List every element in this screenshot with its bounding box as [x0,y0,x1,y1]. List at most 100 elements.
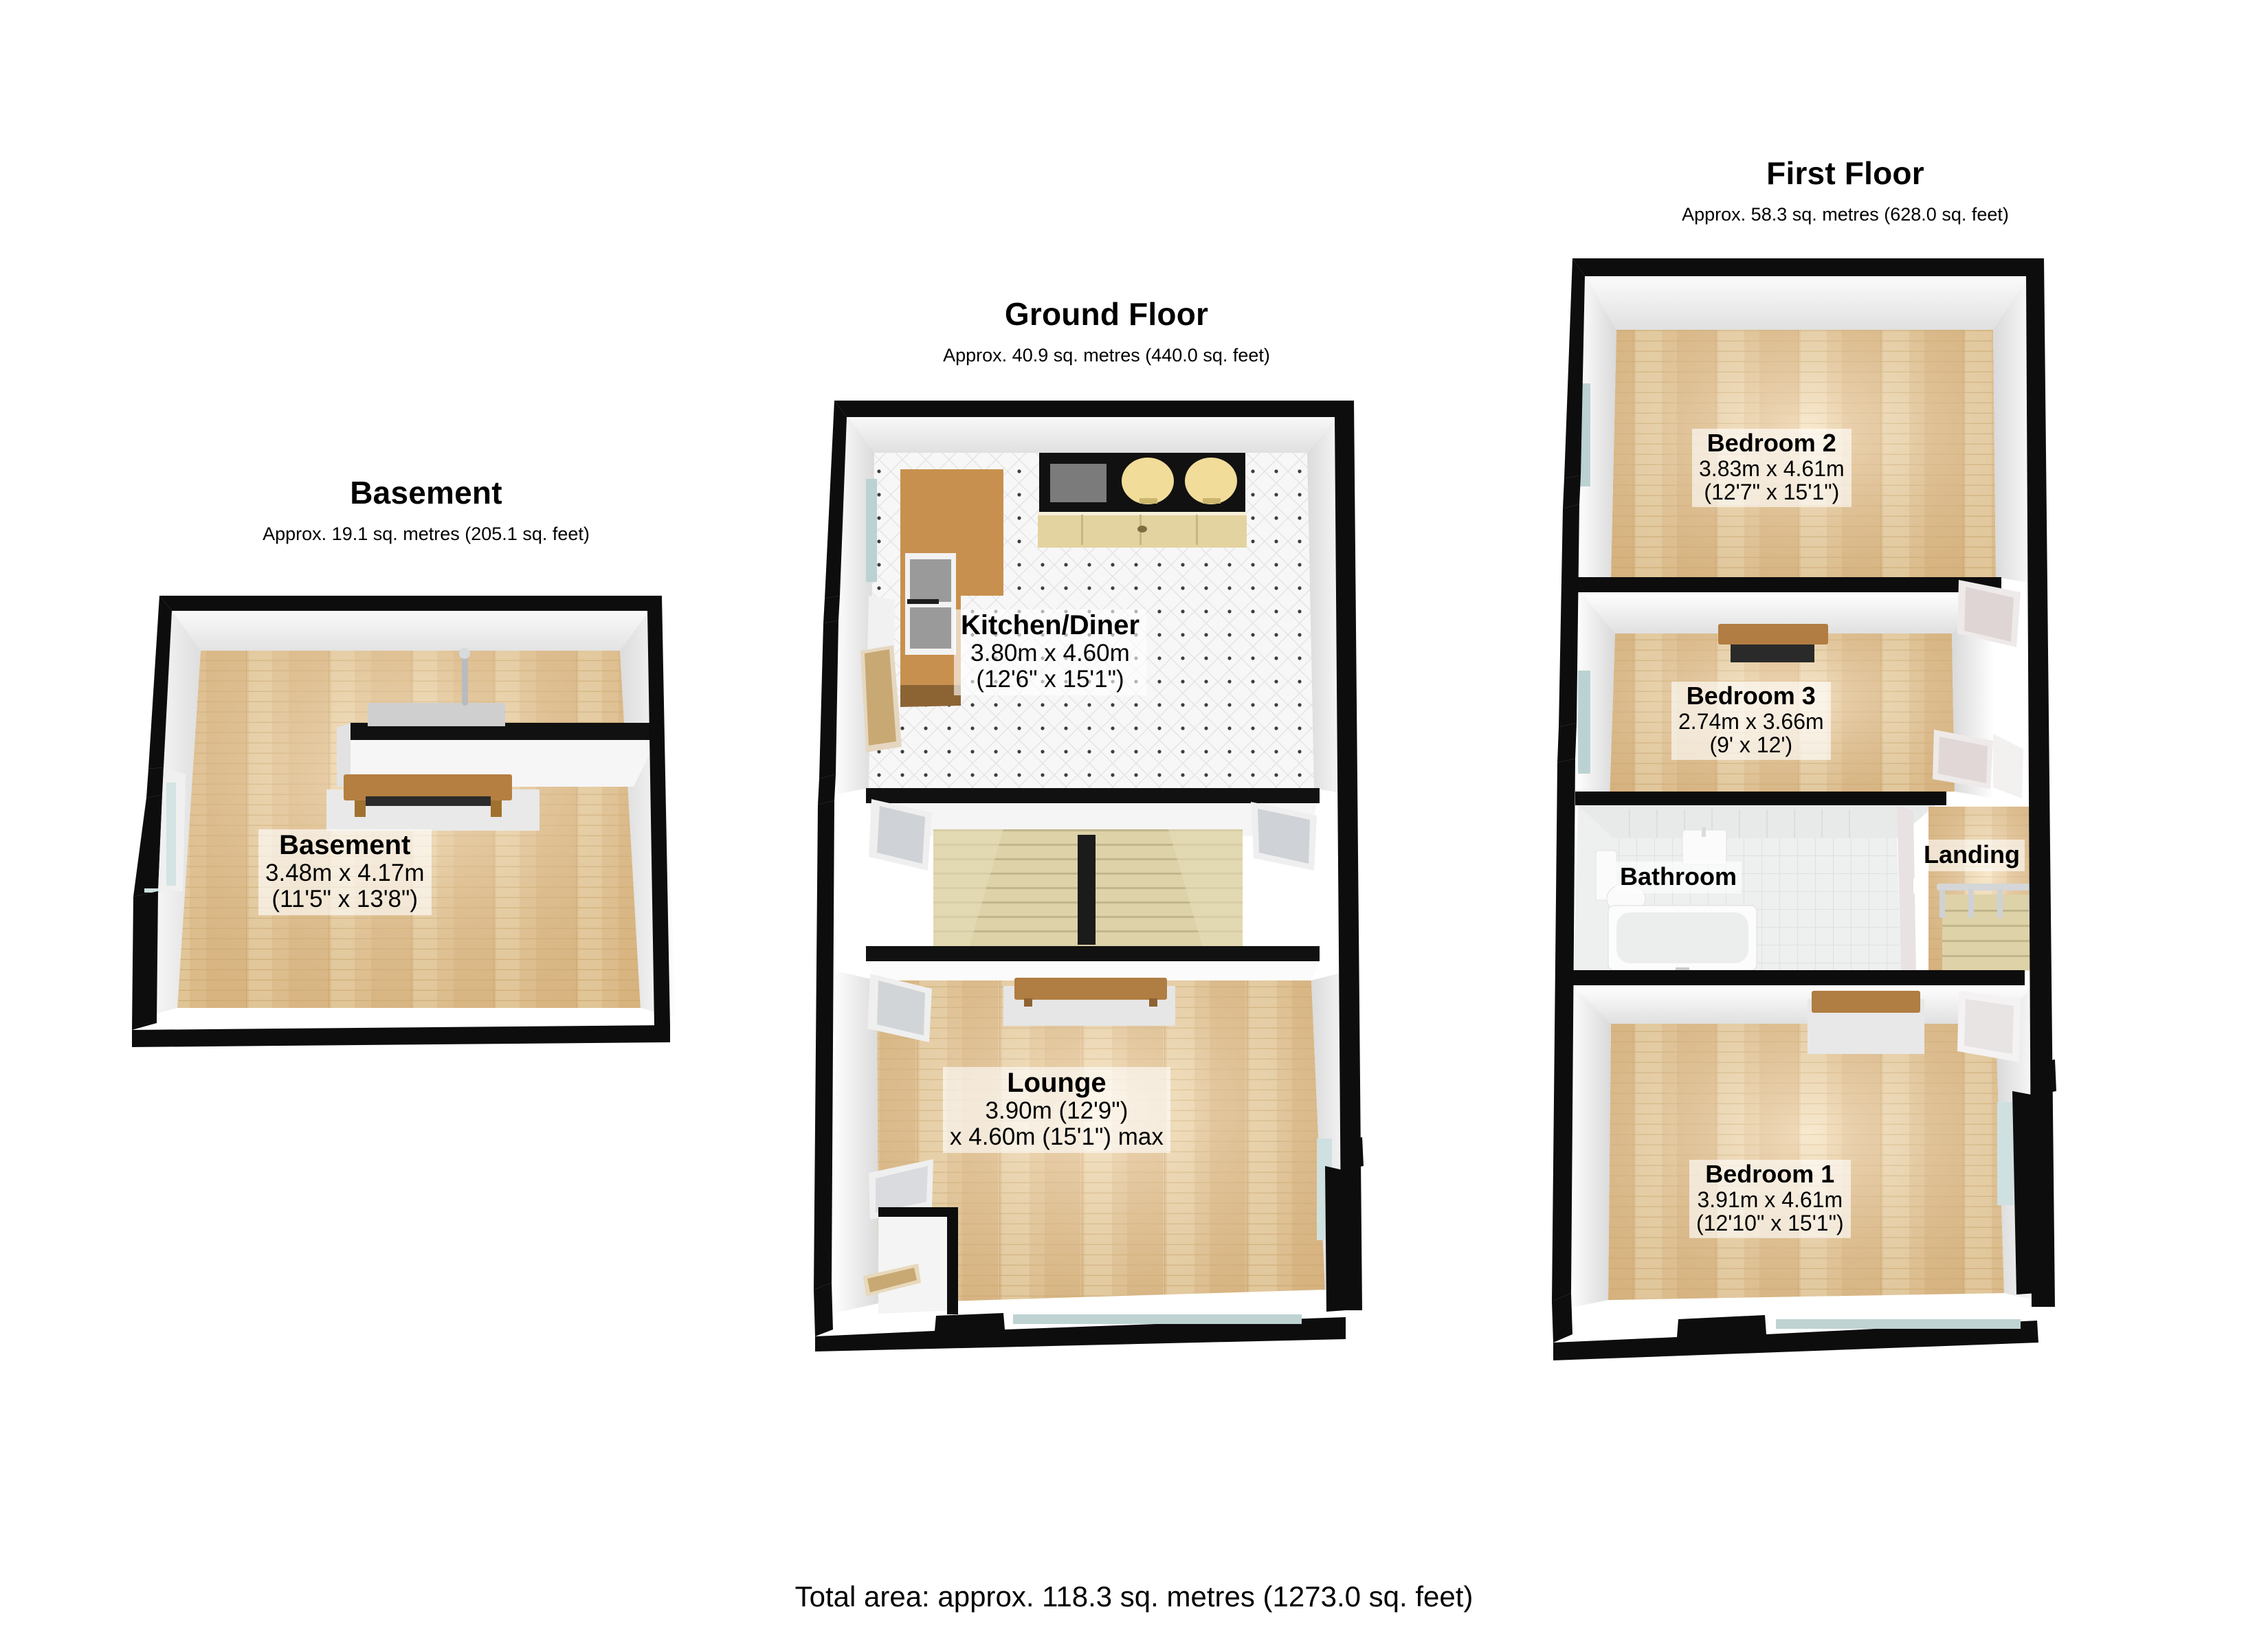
basement-table [344,774,512,800]
bedroom-3-door-panel [1964,587,2014,642]
room-name-basement: Basement [279,830,411,860]
bedroom-2-wall-back [1581,268,2034,330]
lounge-wall-left [832,970,878,1314]
hall-door-right-panel [1258,809,1310,864]
room-label-bedroom-1[interactable]: Bedroom 1 3.91m x 4.61m (12'10" x 15'1") [1689,1160,1851,1238]
ground-floor-title: Ground Floor [1004,296,1209,332]
room-label-kitchen-diner[interactable]: Kitchen/Diner 3.80m x 4.60m (12'6" x 15'… [954,609,1147,695]
landing-stair-opening [1942,895,2038,970]
first-outer-wall-left-b [1559,504,1579,727]
lounge-console-leg-left [1024,998,1032,1007]
first-outer-wall-left-step-b [1557,723,1577,763]
room-label-lounge[interactable]: Lounge 3.90m (12'9") x 4.60m (15'1") max [943,1067,1170,1153]
kitchen-hob-knob-right [1203,498,1221,504]
bedroom-2-wall-right [1993,268,2037,584]
bathroom-wall-left [1574,805,1612,983]
room-dim-metric-kitchen-diner: 3.80m x 4.60m [970,640,1130,667]
basement-counter [368,703,505,726]
landing-balustrade-rail [1937,884,2044,890]
ground-outer-wall-left-step-b [818,774,836,805]
basement-outer-wall-left-lower [132,891,158,1030]
bedroom-1-wall-left [1568,985,1611,1308]
ground-outer-wall-left-c [814,800,834,1290]
floor-block-ground: Ground Floor Approx. 40.9 sq. metres (44… [797,295,1416,1365]
room-name-bedroom-2: Bedroom 2 [1706,429,1836,457]
basement-partition-wall [351,723,656,740]
bathroom-wall-back-panelling [1629,809,1850,838]
basement-table-leg-left [355,800,366,817]
room-dim-imperial-kitchen-diner: (12'6" x 15'1") [976,665,1124,693]
room-name-lounge: Lounge [1007,1068,1107,1098]
bedroom-3-window-glass [1578,671,1590,774]
room-dim-metric-bedroom-1: 3.91m x 4.61m [1697,1187,1843,1212]
kitchen-wall-back [840,406,1347,453]
basement-outer-wall-left-upper [148,596,172,769]
bedroom-1-door-panel [1964,999,2014,1054]
kitchen-unit-seam-1 [1081,515,1083,545]
landing-stair-treads [1942,910,2038,957]
landing-door-a-panel [1938,737,1988,783]
total-area-text: Total area: approx. 118.3 sq. metres (12… [794,1580,1474,1613]
basement-plan: Basement 3.48m x 4.17m (11'5" x 13'8") [124,568,729,1049]
lounge-recess [878,1207,957,1314]
kitchen-oven-window [1050,464,1107,502]
room-dim-imperial-bedroom-1: (12'10" x 15'1") [1696,1211,1844,1236]
bathroom-wall-back [1578,805,1935,838]
kitchen-hob-knob-left [1139,498,1157,504]
kitchen-door-panel [865,649,896,745]
room-label-basement[interactable]: Basement 3.48m x 4.17m (11'5" x 13'8") [258,829,432,915]
first-outer-wall-right-lower [2012,1091,2037,1294]
ground-outer-wall-left-step-a [823,596,840,623]
floor-block-basement: Basement Approx. 19.1 sq. metres (205.1 … [124,474,729,1049]
room-label-landing[interactable]: Landing [1919,840,2025,871]
room-label-bedroom-3[interactable]: Bedroom 3 2.74m x 3.66m (9' x 12') [1671,682,1831,760]
ground-outer-wall-right-step [1342,1137,1364,1170]
basement-outer-wall-left-mid [133,795,162,897]
bathroom-door-jamb [1913,878,1923,893]
kitchen-sink-tap [907,599,939,604]
basement-tap [462,655,468,706]
landing-baluster-3 [1997,889,2003,918]
room-dim-imperial-lounge: x 4.60m (15'1") max [950,1123,1164,1150]
room-dim-metric-bedroom-2: 3.83m x 4.61m [1699,456,1845,481]
bedroom-1-console [1812,991,1920,1013]
room-label-bathroom[interactable]: Bathroom [1615,862,1742,893]
basement-table-leg-right [491,800,502,817]
basement-outer-wall-right [654,1025,670,1042]
ground-outer-wall-left-a [825,401,847,598]
first-outer-wall-left-d [1552,1293,1572,1343]
bedroom-3-console-shadow [1731,644,1814,662]
room-dim-imperial-bedroom-2: (12'7" x 15'1") [1704,480,1840,505]
bathroom-bath-inner [1616,912,1748,963]
bathroom-basin-tap [1702,827,1706,837]
kitchen-unit-handle [1137,526,1147,532]
bedroom-3-wall-back [1581,592,1993,633]
basement-partition-end [337,723,351,787]
landing-baluster-2 [1968,889,1974,918]
first-front-window-glass [1776,1319,2021,1329]
bedroom-3-console [1718,624,1828,644]
bedroom-2-wall-left [1577,268,1616,584]
hall-door-left-upper-panel [877,806,925,864]
lounge-door-left-panel [877,980,925,1035]
kitchen-base-units-edge [1038,512,1247,515]
wall-br3-bath [1575,792,1946,805]
room-dim-metric-bedroom-3: 2.74m x 3.66m [1678,708,1824,734]
basement-title: Basement [350,475,502,511]
room-dim-imperial-bedroom-3: (9' x 12') [1709,732,1793,758]
ground-floor-area-text: Approx. 40.9 sq. metres (440.0 sq. feet) [943,345,1270,366]
room-name-bedroom-3: Bedroom 3 [1686,682,1816,710]
kitchen-sink-bowl-2 [910,607,951,649]
first-outer-wall-right-step [2032,1059,2056,1095]
room-name-kitchen-diner: Kitchen/Diner [961,610,1140,640]
first-floor-plan: Bedroom 2 3.83m x 4.61m (12'7" x 15'1") … [1512,249,2131,1417]
room-label-bedroom-2[interactable]: Bedroom 2 3.83m x 4.61m (12'7" x 15'1") [1692,429,1852,507]
room-dim-metric-lounge: 3.90m (12'9") [985,1097,1129,1125]
ground-front-window-glass [1013,1314,1302,1324]
first-floor-title: First Floor [1766,155,1924,191]
room-dim-imperial-basement: (11'5" x 13'8") [271,885,419,912]
first-floor-plan-svg [1552,258,2056,1360]
wall-br2-br3 [1575,577,2001,592]
landing-baluster-1 [1939,889,1945,918]
first-outer-wall-left-step-a [1563,475,1581,508]
